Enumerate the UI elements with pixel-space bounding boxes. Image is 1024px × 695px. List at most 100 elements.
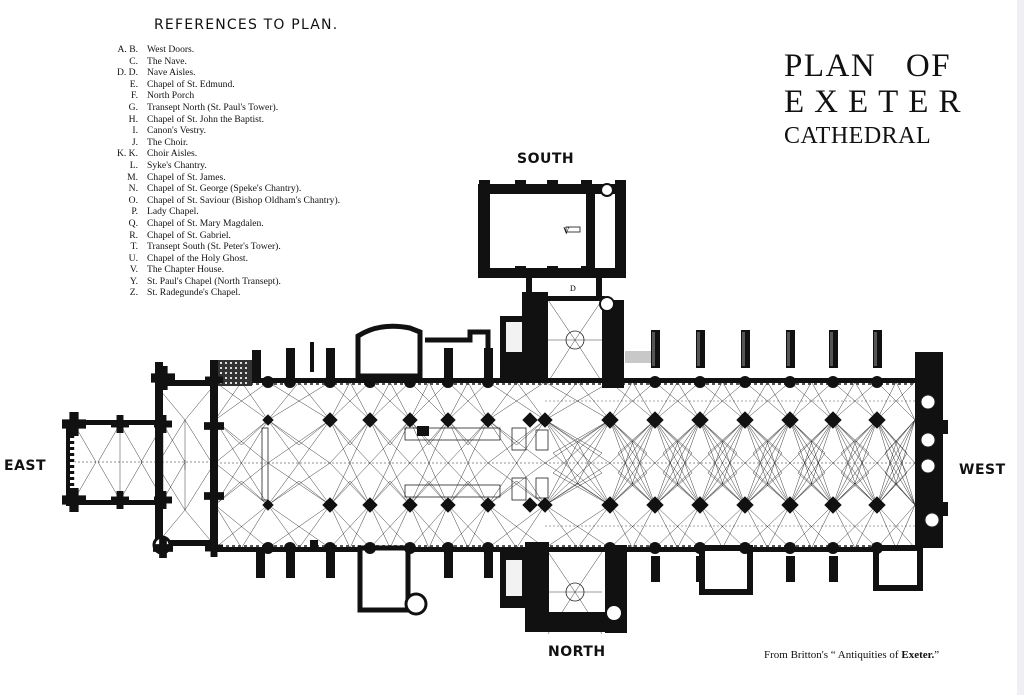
lady-chapel-buttress bbox=[159, 415, 167, 433]
vault-rib bbox=[267, 419, 300, 446]
window-mullion bbox=[688, 545, 691, 547]
window-mullion bbox=[400, 383, 403, 385]
vault-rib bbox=[447, 462, 489, 506]
vault-rib bbox=[722, 419, 746, 464]
floor-pattern bbox=[245, 362, 247, 364]
vault-rib bbox=[409, 381, 430, 421]
lady-chapel-buttress bbox=[159, 491, 167, 509]
buttress-highlight bbox=[830, 332, 833, 366]
floor-pattern bbox=[225, 362, 227, 364]
window-mullion bbox=[520, 545, 523, 547]
vault-rib bbox=[574, 551, 603, 593]
vault-rib bbox=[895, 419, 916, 484]
aisle-rib bbox=[447, 504, 489, 549]
vault-rib bbox=[447, 419, 489, 464]
vault-rib bbox=[832, 462, 878, 506]
vault-rib bbox=[632, 419, 656, 484]
window-mullion bbox=[718, 383, 721, 385]
vault-rib bbox=[516, 419, 546, 464]
stair-turret bbox=[605, 604, 623, 622]
vault-rib bbox=[632, 462, 656, 506]
vault-rib bbox=[516, 419, 546, 446]
chapter-buttress bbox=[581, 266, 592, 278]
vault-rib bbox=[241, 480, 269, 506]
vault-rib bbox=[854, 442, 878, 506]
retrochoir-wall-bot bbox=[160, 540, 218, 546]
north-porch bbox=[699, 545, 753, 595]
vault-rib bbox=[662, 419, 701, 454]
window-mullion bbox=[592, 383, 595, 385]
vault-rib bbox=[428, 419, 449, 464]
vault-rib bbox=[895, 419, 916, 464]
piers bbox=[62, 366, 886, 558]
window-mullion bbox=[322, 383, 325, 385]
vault-rib bbox=[298, 419, 331, 446]
buttress-highlight bbox=[697, 332, 700, 366]
vault-rib bbox=[699, 504, 723, 549]
vault-rib bbox=[298, 419, 331, 464]
vault-rib bbox=[840, 472, 878, 506]
vault-rib bbox=[854, 504, 878, 549]
compass-north-label: NORTH bbox=[548, 644, 606, 660]
vault-rib bbox=[797, 452, 834, 506]
vault-rib bbox=[654, 419, 701, 464]
vault-rib bbox=[699, 381, 723, 421]
wall-shaft bbox=[364, 542, 376, 554]
floor-pattern bbox=[245, 367, 247, 369]
vault-rib bbox=[789, 462, 834, 506]
vault-rib bbox=[609, 419, 648, 474]
wall-shaft bbox=[827, 542, 839, 554]
lectern bbox=[565, 226, 581, 233]
vestibule-wall bbox=[596, 278, 602, 296]
floor-pattern bbox=[235, 362, 237, 364]
wall-shaft bbox=[784, 376, 796, 388]
buttress bbox=[256, 550, 265, 578]
window-mullion bbox=[418, 545, 421, 547]
west-door-detail bbox=[920, 394, 936, 410]
vault-rib bbox=[552, 472, 611, 506]
vault-rib bbox=[832, 442, 856, 506]
window-mullion bbox=[580, 383, 583, 385]
reference-key: C. bbox=[129, 55, 138, 67]
window-mullion bbox=[424, 383, 427, 385]
vault-rib bbox=[487, 419, 517, 464]
vault-rib bbox=[789, 442, 812, 506]
window-mullion bbox=[820, 545, 823, 547]
window-mullion bbox=[772, 383, 775, 385]
window-mullion bbox=[796, 383, 799, 385]
stair-turret bbox=[600, 183, 614, 197]
south-tower-top bbox=[545, 296, 605, 301]
lady-chapel-buttress bbox=[116, 491, 124, 509]
vault-rib bbox=[369, 419, 411, 464]
vault-rib bbox=[544, 419, 603, 454]
window-mullion bbox=[712, 383, 715, 385]
aisle-rib bbox=[789, 504, 834, 549]
wall-shaft bbox=[649, 376, 661, 388]
window-mullion bbox=[844, 545, 847, 547]
floor-pattern bbox=[225, 367, 227, 369]
retrochoir-west-wall bbox=[210, 360, 218, 546]
window-mullion bbox=[70, 450, 75, 453]
wall-shaft bbox=[649, 542, 661, 554]
title-line-3: CATHEDRAL bbox=[784, 123, 932, 149]
chapter-buttress bbox=[479, 180, 490, 192]
vault-rib bbox=[241, 419, 269, 464]
vault-rib bbox=[184, 469, 211, 511]
choir-east-pier bbox=[210, 371, 218, 389]
vault-rib bbox=[789, 504, 812, 549]
vault-rib bbox=[487, 419, 546, 464]
reference-label: Transept North (St. Paul's Tower). bbox=[147, 101, 279, 113]
vault-rib bbox=[516, 504, 546, 549]
vault-rib bbox=[214, 504, 242, 549]
floor-pattern bbox=[225, 382, 227, 384]
buttress-highlight bbox=[787, 332, 790, 366]
vault-rib bbox=[752, 472, 791, 506]
south-tower-wall bbox=[602, 300, 624, 388]
choir-east-pier bbox=[210, 539, 218, 557]
window-mullion bbox=[862, 383, 865, 385]
aisle-rib bbox=[329, 504, 371, 549]
vault-rib bbox=[744, 419, 783, 474]
window-mullion bbox=[280, 383, 283, 385]
wall-shaft bbox=[324, 376, 336, 388]
vault-rib bbox=[895, 462, 916, 506]
